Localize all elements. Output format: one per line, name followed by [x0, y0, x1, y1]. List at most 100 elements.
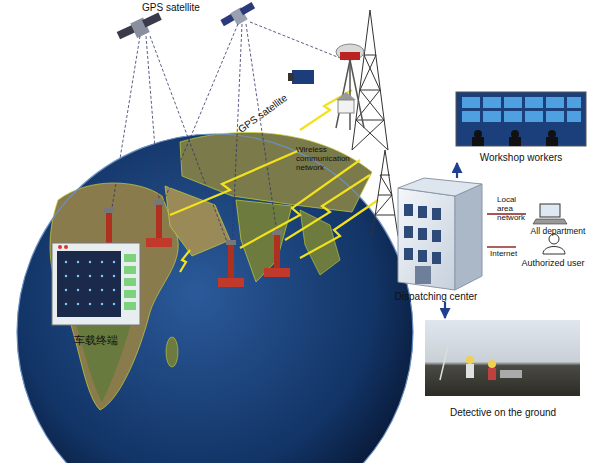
vehicle-terminal: [65, 261, 115, 305]
vehicle-terminal: [65, 289, 67, 291]
drill-rig: [104, 208, 114, 213]
gps-receiver: [350, 60, 364, 128]
gps-receiver: [288, 73, 294, 81]
radio-tower: [360, 90, 380, 91]
radio-tower: [356, 120, 384, 121]
vehicle-terminal: [52, 243, 140, 325]
monitor-wall: [525, 111, 543, 122]
node-label: 车载终端: [50, 334, 142, 347]
vehicle-terminal: [64, 245, 68, 249]
vehicle-terminal: [124, 266, 136, 274]
base-station-house: [338, 100, 354, 113]
wireless-signal: [300, 200, 378, 258]
monitor-wall: [483, 111, 501, 122]
dispatching-building: [432, 230, 441, 242]
node-label: Dispatching center: [385, 291, 487, 303]
vehicle-terminal: [52, 243, 140, 325]
laptop-icon: [540, 204, 560, 217]
radio-tower: [375, 175, 392, 215]
globe: [50, 183, 178, 410]
annotation-label: GPS satellite: [142, 2, 222, 13]
vehicle-terminal: [124, 290, 136, 298]
monitor-wall: [504, 111, 522, 122]
vehicle-terminal: [113, 261, 115, 263]
vehicle-terminal: [77, 275, 79, 277]
dispatching-building: [418, 228, 427, 240]
signal-line: [150, 36, 230, 250]
drill-rig: [228, 244, 234, 280]
gps-satellite: [239, 2, 255, 15]
radio-tower: [372, 150, 398, 236]
annotation-label: Wireless communication network: [296, 146, 358, 172]
vehicle-terminal-node: 车载终端: [50, 241, 142, 347]
wireless-signal: [180, 250, 190, 272]
vehicle-terminal: [89, 275, 91, 277]
edge-label: Internet: [490, 250, 522, 259]
field-photo: [466, 364, 474, 378]
monitor-wall: [456, 92, 586, 146]
monitor-wall: [546, 137, 558, 146]
field-photo: [466, 356, 474, 364]
gps-receiver: [336, 44, 364, 60]
radio-tower: [352, 10, 388, 150]
wireless-signal: [285, 175, 370, 240]
drill-rig: [218, 278, 244, 287]
monitor-wall: [548, 130, 556, 138]
monitor-wall: [509, 137, 521, 146]
user-icon: [543, 234, 565, 254]
drill-rig: [274, 234, 280, 270]
gps-satellite: [117, 13, 162, 40]
vehicle-terminal: [77, 261, 79, 263]
globe: [236, 200, 292, 282]
monitor-wall: [472, 137, 484, 146]
monitor-wall: [462, 111, 480, 122]
drill-rig: [156, 204, 162, 240]
base-station-house: [336, 92, 356, 113]
department-laptop: All department: [526, 202, 590, 237]
monitor-wall: [462, 97, 581, 122]
field-photo: [488, 368, 496, 380]
globe: [17, 132, 413, 463]
radio-tower: [360, 55, 384, 120]
vehicle-terminal: [124, 278, 136, 286]
user-icon: [543, 247, 565, 255]
dispatching-building: [418, 250, 427, 262]
monitor-wall: [456, 92, 586, 146]
field-photo: [488, 360, 496, 368]
node-label: Workshop workers: [455, 152, 587, 164]
drill-rig: [264, 268, 290, 277]
vehicle-terminal: [124, 302, 136, 310]
monitor-wall: [483, 97, 501, 108]
dispatching-building: [404, 226, 413, 238]
globe: [300, 210, 340, 275]
signal-line: [250, 22, 345, 60]
dispatching-building: [398, 178, 482, 290]
globe: [166, 337, 178, 367]
vehicle-terminal: [58, 245, 62, 249]
vehicle-terminal: [57, 251, 121, 317]
monitor-wall: [546, 97, 564, 108]
field-photo: [425, 320, 580, 396]
vehicle-terminal: [124, 254, 136, 262]
dispatching-building: [432, 208, 441, 220]
radio-tower: [352, 120, 384, 150]
dispatching-building: [432, 252, 441, 264]
annotation-label: GPS satellite: [236, 79, 307, 135]
drill-rig: [226, 240, 236, 245]
vehicle-terminal: [113, 303, 115, 305]
vehicle-terminal: [89, 289, 91, 291]
monitor-wall: [462, 97, 480, 108]
radio-tower: [372, 150, 398, 236]
dispatching-building: [398, 178, 482, 196]
drill-rig: [154, 200, 164, 205]
laptop-icon: [533, 204, 567, 224]
dispatching-building: [418, 206, 427, 218]
node-label: Authorized user: [516, 258, 590, 268]
vehicle-terminal: [101, 275, 103, 277]
wireless-signal: [240, 160, 360, 248]
globe: [165, 186, 230, 256]
dispatching-building: [404, 248, 413, 260]
field-photo-node: Detective on the ground: [422, 318, 584, 418]
